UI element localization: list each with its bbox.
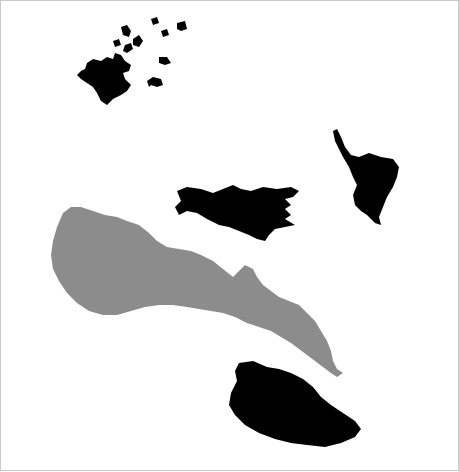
region-northwest-islands (77, 17, 187, 105)
northwest-main-island (77, 53, 131, 105)
region-main-highlighted-island (51, 207, 343, 377)
northwest-islet-7 (113, 39, 121, 47)
northwest-islet-6 (177, 21, 187, 31)
main-highlighted-island-shape (51, 207, 343, 377)
northwest-islet-8 (159, 57, 171, 65)
region-south-island (229, 361, 361, 447)
region-east-island (333, 129, 399, 225)
east-island-shape (333, 129, 399, 225)
northwest-islet-1 (121, 25, 131, 37)
northwest-hook-islet (147, 77, 163, 87)
northwest-islet-4 (151, 17, 159, 25)
northwest-islet-3 (123, 43, 133, 53)
northwest-islet-2 (133, 35, 143, 47)
northwest-islet-5 (161, 29, 169, 37)
central-island-shape (175, 185, 299, 241)
south-island-shape (229, 361, 361, 447)
region-central-island (175, 185, 299, 241)
